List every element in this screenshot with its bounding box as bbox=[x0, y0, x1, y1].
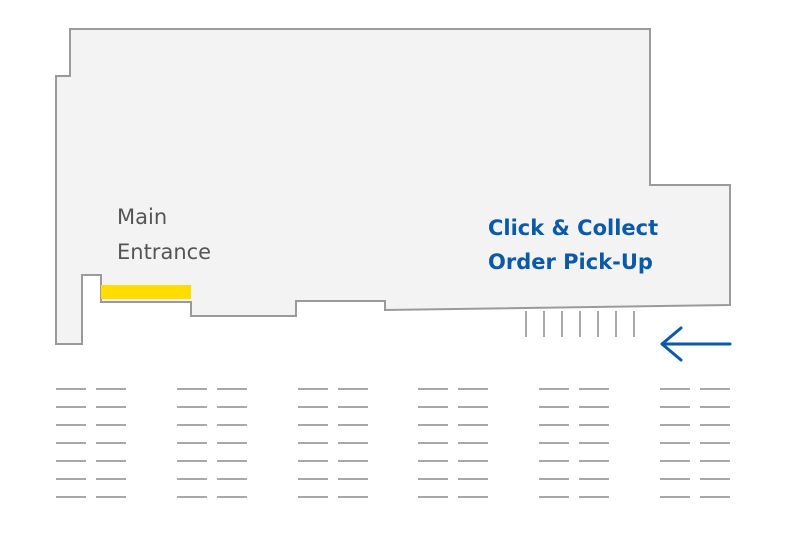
pickup-label-line1: Click & Collect bbox=[488, 216, 659, 240]
main-entrance-marker bbox=[101, 285, 191, 299]
arrow-left-icon bbox=[660, 326, 732, 362]
pickup-bays bbox=[525, 311, 635, 337]
main-entrance-label-line2: Entrance bbox=[117, 240, 212, 264]
building-outline bbox=[55, 28, 731, 345]
pickup-label: Click & Collect Order Pick-Up bbox=[488, 211, 658, 279]
main-entrance-label: Main Entrance bbox=[117, 200, 211, 270]
parking-lot bbox=[56, 388, 730, 498]
main-entrance-label-line1: Main bbox=[117, 205, 168, 229]
pickup-label-line2: Order Pick-Up bbox=[488, 250, 653, 274]
